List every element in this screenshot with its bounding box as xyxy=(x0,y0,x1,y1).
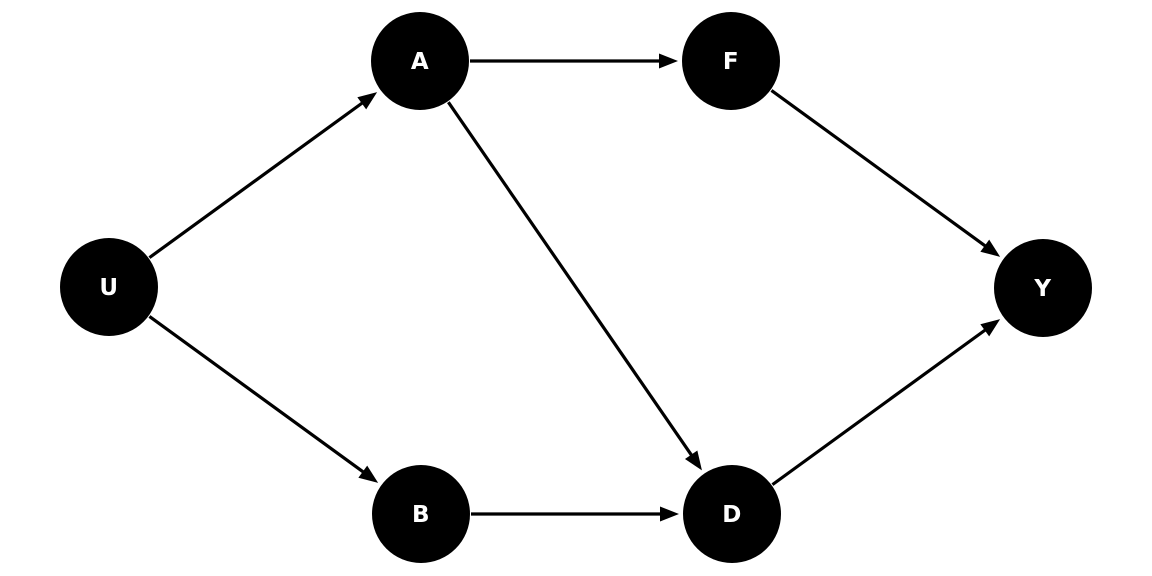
edges-layer xyxy=(148,53,1001,522)
graph-edge-d-to-y xyxy=(771,319,1001,486)
arrow-head-icon xyxy=(660,506,679,522)
graph-node-d[interactable]: D xyxy=(683,465,781,563)
node-label: U xyxy=(99,275,118,301)
graph-node-u[interactable]: U xyxy=(60,238,158,336)
arrow-head-icon xyxy=(980,239,1001,257)
edge-line xyxy=(770,89,988,249)
arrow-head-icon xyxy=(357,92,378,110)
graph-node-a[interactable]: A xyxy=(371,12,469,110)
graph-node-b[interactable]: B xyxy=(372,465,470,563)
node-label: B xyxy=(412,502,430,528)
graph-edge-f-to-y xyxy=(770,89,1001,257)
graph-edge-u-to-b xyxy=(148,315,379,483)
graph-edge-u-to-a xyxy=(148,92,378,259)
edge-line xyxy=(447,101,694,458)
edge-line xyxy=(148,315,366,475)
graph-node-y[interactable]: Y xyxy=(994,239,1092,337)
node-circle[interactable] xyxy=(994,239,1092,337)
node-circle[interactable] xyxy=(683,465,781,563)
node-circle[interactable] xyxy=(371,12,469,110)
arrow-head-icon xyxy=(684,450,702,471)
node-label: D xyxy=(722,502,742,528)
node-circle[interactable] xyxy=(682,12,780,110)
edge-line xyxy=(771,327,988,486)
graph-edge-a-to-d xyxy=(447,101,702,471)
node-circle[interactable] xyxy=(60,238,158,336)
graph-edge-b-to-d xyxy=(471,506,679,522)
node-label: Y xyxy=(1033,276,1051,302)
node-circle[interactable] xyxy=(372,465,470,563)
graph-node-f[interactable]: F xyxy=(682,12,780,110)
edge-line xyxy=(148,100,365,259)
node-label: A xyxy=(411,49,429,75)
arrow-head-icon xyxy=(358,465,379,483)
arrow-head-icon xyxy=(980,319,1001,337)
graph-edge-a-to-f xyxy=(470,53,678,69)
arrow-head-icon xyxy=(659,53,678,69)
node-label: F xyxy=(723,49,739,75)
nodes-layer: U A F B D Y xyxy=(60,12,1092,563)
